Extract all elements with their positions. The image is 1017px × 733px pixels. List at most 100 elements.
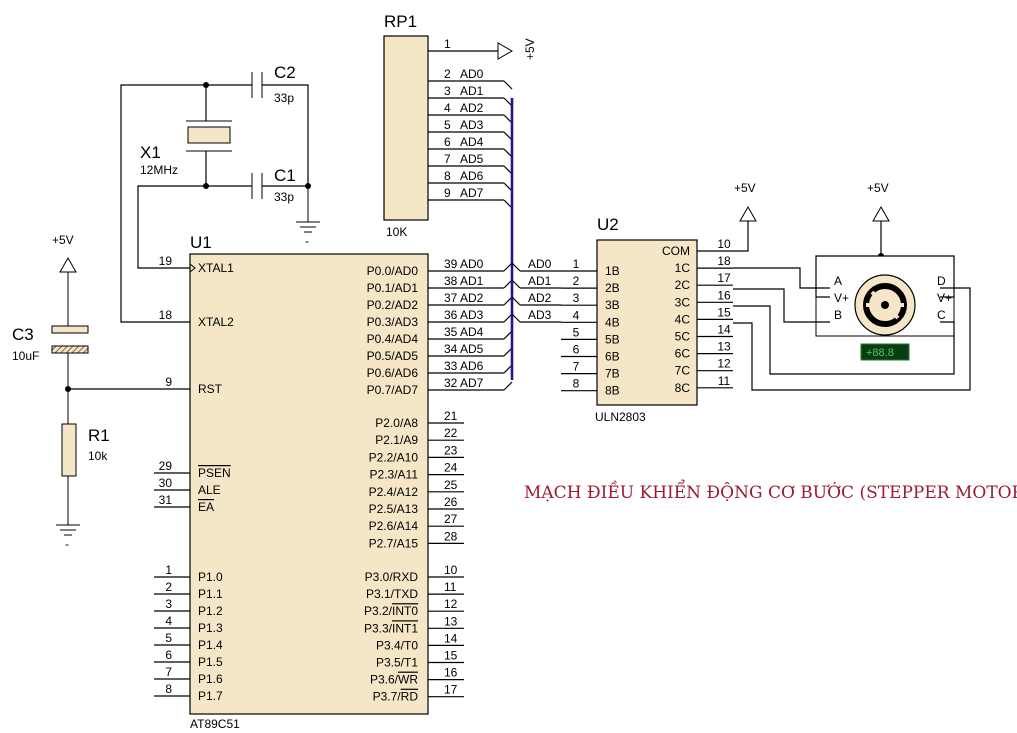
u1-pin-number: 25: [444, 478, 458, 492]
u2-pin-number: 6: [573, 343, 580, 357]
svg-text:-: -: [65, 537, 69, 551]
u1-pin-number: 2: [165, 580, 172, 594]
rp1-net-label: AD3: [460, 118, 484, 132]
u2-pin-number: 13: [717, 340, 731, 354]
u1-pin-number: 33: [444, 359, 458, 373]
u1-pin-number: 5: [165, 631, 172, 645]
resistor-r1: R1 10k: [61, 423, 110, 525]
u1-pin-name: P2.0/A8: [375, 416, 418, 430]
svg-text:C1: C1: [274, 166, 296, 185]
u1-pin-number: 22: [444, 426, 458, 440]
rp1-pin-number: 9: [444, 186, 451, 200]
u1-pin-number: 8: [165, 682, 172, 696]
u2-pin-name: 5B: [605, 332, 620, 346]
u2-pin-number: 1: [573, 257, 580, 271]
ground-r1: -: [56, 524, 80, 551]
u2-uln2803: U2 ULN2803: [595, 215, 698, 424]
u1-pin-number: 35: [444, 325, 458, 339]
u1-pin-number: 31: [159, 493, 173, 507]
u1-net-label: AD6: [460, 359, 484, 373]
svg-text:RP1: RP1: [384, 12, 417, 31]
bus-link-AD2: AD2: [511, 291, 561, 306]
u1-pin-number: 17: [444, 683, 458, 697]
u2-pin-number: 18: [717, 254, 731, 268]
u2-pin-number: 4: [573, 308, 580, 322]
u1-pin-name: P3.6/WR: [370, 673, 418, 687]
u2-pin-name: 4B: [605, 315, 620, 329]
svg-text:C2: C2: [274, 63, 296, 82]
u1-pin-number: 37: [444, 291, 458, 305]
u1-pin-name: P3.4/T0: [376, 638, 418, 652]
u1-at89c51: U1 AT89C51: [189, 233, 429, 731]
svg-text:ULN2803: ULN2803: [595, 410, 646, 424]
svg-text:B: B: [834, 308, 842, 322]
u1-pin-name: P2.3/A11: [370, 468, 419, 482]
u1-pin-name: P3.3/INT1: [364, 621, 418, 635]
svg-text:V+: V+: [834, 291, 849, 305]
u1-pin-name: P1.7: [198, 689, 223, 703]
u1-pin-number: 1: [165, 563, 172, 577]
u1-pin-number: 32: [444, 376, 458, 390]
rp1-pin-number: 8: [444, 169, 451, 183]
svg-text:D: D: [937, 274, 946, 288]
u1-pin-number: 38: [444, 274, 458, 288]
u1-pin-number: 14: [444, 631, 458, 645]
u1-pin-number: 4: [165, 614, 172, 628]
u2-pin-number: 5: [573, 325, 580, 339]
u1-pin-number: 11: [444, 580, 457, 594]
svg-text:C: C: [937, 308, 946, 322]
u2-pin-number: 14: [717, 323, 731, 337]
svg-text:+5V: +5V: [523, 38, 537, 60]
u1-pin-name: P2.4/A12: [369, 485, 419, 499]
rp1-pin-number: 7: [444, 152, 451, 166]
u1-net-label: AD1: [460, 274, 484, 288]
u1-pin-number: 28: [444, 529, 458, 543]
u2-pin-name: 7B: [605, 367, 620, 381]
svg-text:A: A: [834, 274, 842, 288]
supply-c3: +5V: [52, 233, 77, 322]
u2-pin-name: 8B: [605, 384, 620, 398]
u1-pin-number: 21: [444, 409, 458, 423]
u2-pin-number: 2: [573, 274, 580, 288]
u1-pin-name: P1.1: [198, 587, 223, 601]
rp1-net-label: AD1: [460, 84, 484, 98]
u1-net-label: AD5: [460, 342, 484, 356]
u1-pin-name: P0.0/AD0: [367, 264, 419, 278]
u1-pin-name: P0.6/AD6: [367, 366, 419, 380]
u1-pin-name: P0.1/AD1: [367, 281, 419, 295]
svg-text:-: -: [305, 234, 309, 248]
u2-pin-name: 5C: [675, 330, 691, 344]
u2-pin-name: 6B: [605, 350, 620, 364]
u2-pin-name: 1C: [675, 261, 691, 275]
u1-pin-name: P0.4/AD4: [367, 332, 419, 346]
rp1-pin-number: 2: [444, 67, 451, 81]
u1-pin-name: XTAL1: [198, 261, 234, 275]
svg-text:10uF: 10uF: [12, 349, 39, 363]
u1-pin-number: 15: [444, 649, 458, 663]
u1-pin-name: ALE: [198, 483, 221, 497]
